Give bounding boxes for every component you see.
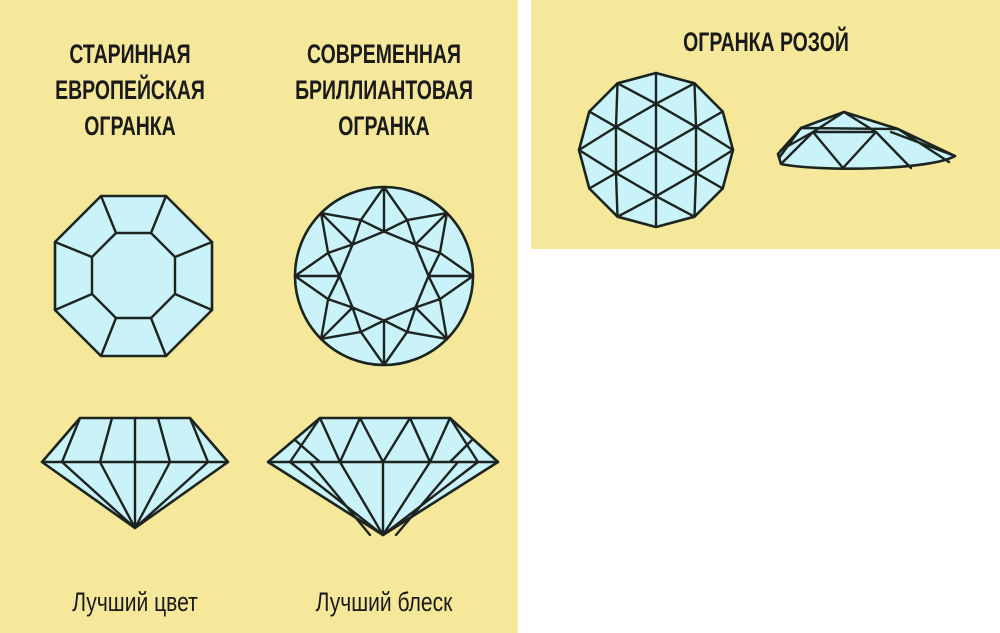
old-european-side-view bbox=[40, 416, 230, 530]
rose-cut-title: ОГРАНКА РОЗОЙ bbox=[683, 27, 849, 57]
old-european-top-view bbox=[53, 194, 214, 358]
rose-cut-side-view bbox=[776, 110, 957, 170]
old-european-cut-title: СТАРИННАЯ ЕВРОПЕЙСКАЯ ОГРАНКА bbox=[55, 39, 205, 141]
brilliant-side-view bbox=[266, 416, 500, 537]
left-gem-illustrations bbox=[40, 185, 500, 537]
rose-cut-top-view bbox=[577, 71, 735, 229]
modern-brilliant-cut-title: СОВРЕМЕННАЯ БРИЛЛИАНТОВАЯ ОГРАНКА bbox=[295, 39, 473, 141]
right-panel: ОГРАНКА РОЗОЙ bbox=[531, 0, 1000, 249]
brilliant-caption: Лучший блеск bbox=[315, 587, 453, 617]
left-panel: СТАРИННАЯ ЕВРОПЕЙСКАЯ ОГРАНКА СОВРЕМЕННА… bbox=[0, 0, 518, 633]
old-european-caption: Лучший цвет bbox=[72, 587, 198, 617]
brilliant-top-view bbox=[293, 185, 475, 367]
rose-cut-illustrations bbox=[577, 71, 957, 229]
